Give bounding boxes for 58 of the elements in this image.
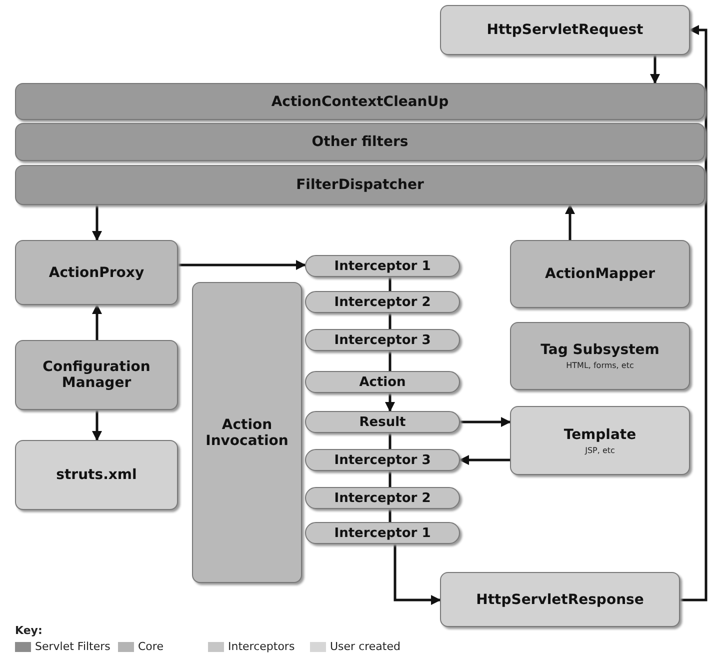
node-label: Action Invocation (204, 416, 290, 448)
node-label: FilterDispatcher (296, 177, 424, 193)
key-heading: Key: (15, 624, 42, 637)
node-label: Interceptor 3 (334, 332, 431, 348)
arrow (459, 455, 510, 465)
file-box (15, 440, 178, 510)
interceptor-pill (305, 329, 460, 351)
node-label: Interceptor 2 (334, 490, 431, 506)
node-label: Configuration Manager (42, 359, 152, 391)
arrow (650, 55, 660, 84)
node-label: Interceptor 1 (334, 526, 431, 540)
node-label: Interceptor 2 (334, 294, 431, 310)
process-box (192, 282, 302, 583)
legend-label: User created (330, 640, 400, 653)
arrow (92, 304, 102, 340)
request-box (440, 5, 690, 55)
node-label: ActionContextCleanUp (271, 94, 449, 110)
process-box (15, 240, 178, 305)
arrow (394, 544, 441, 605)
legend-label: Core (138, 640, 164, 653)
interceptor-pill (305, 255, 460, 277)
node-label: Interceptor 3 (334, 452, 431, 468)
subtitle: HTML, forms, etc (566, 361, 634, 370)
process-box (510, 322, 690, 390)
node-label: Template (564, 426, 636, 442)
interceptor-pill (305, 291, 460, 313)
result-pill (305, 411, 460, 433)
interceptor-pill (305, 487, 460, 509)
interceptor-pill (305, 522, 460, 544)
node-label: Other filters (312, 134, 408, 150)
arrow (385, 393, 395, 412)
process-box (15, 340, 178, 410)
arrow (680, 25, 708, 602)
arrow (460, 417, 511, 427)
node-label: HttpServletRequest (486, 22, 644, 38)
action-pill (305, 371, 460, 393)
arrow (92, 410, 102, 441)
node-label: struts.xml (56, 467, 137, 483)
response-box (440, 572, 680, 627)
node-label: ActionMapper (544, 266, 656, 282)
filter-band (15, 123, 705, 161)
interceptor-pill (305, 449, 460, 471)
legend-label: Servlet Filters (35, 640, 110, 653)
filter-band (15, 165, 705, 205)
legend-label: Interceptors (228, 640, 295, 653)
filter-band (15, 83, 705, 120)
template-box (510, 406, 690, 475)
node-label: Interceptor 1 (334, 258, 431, 274)
subtitle: JSP, etc (585, 446, 615, 454)
process-box (510, 240, 690, 308)
node-label: Tag Subsystem (540, 342, 660, 358)
arrow (92, 205, 102, 241)
arrow (565, 204, 575, 240)
node-label: ActionProxy (48, 264, 144, 280)
arrow (178, 260, 306, 270)
node-label: Action (359, 374, 406, 390)
node-label: Result (359, 414, 406, 430)
node-label: HttpServletResponse (476, 592, 644, 608)
